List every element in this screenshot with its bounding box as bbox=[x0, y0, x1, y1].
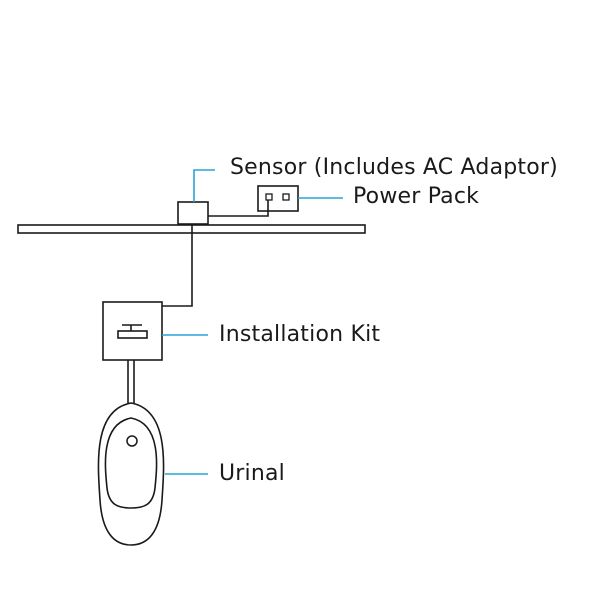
installation-kit-label: Installation Kit bbox=[219, 322, 381, 347]
urinal-bowl bbox=[104, 417, 158, 509]
power-pack-box bbox=[257, 185, 299, 212]
power-pack-outlet-left bbox=[265, 193, 273, 201]
sensor-box bbox=[177, 201, 209, 225]
sensor-label: Sensor (Includes AC Adaptor) bbox=[230, 155, 558, 180]
urinal-label: Urinal bbox=[219, 461, 285, 486]
power-wire bbox=[208, 200, 269, 217]
power-pack-outlet-right bbox=[282, 193, 290, 201]
urinal-drain bbox=[126, 435, 138, 447]
power-pack-label: Power Pack bbox=[353, 184, 480, 209]
signal-wire bbox=[160, 224, 193, 307]
sensor-leader-line bbox=[193, 169, 215, 202]
valve-body bbox=[117, 330, 148, 339]
